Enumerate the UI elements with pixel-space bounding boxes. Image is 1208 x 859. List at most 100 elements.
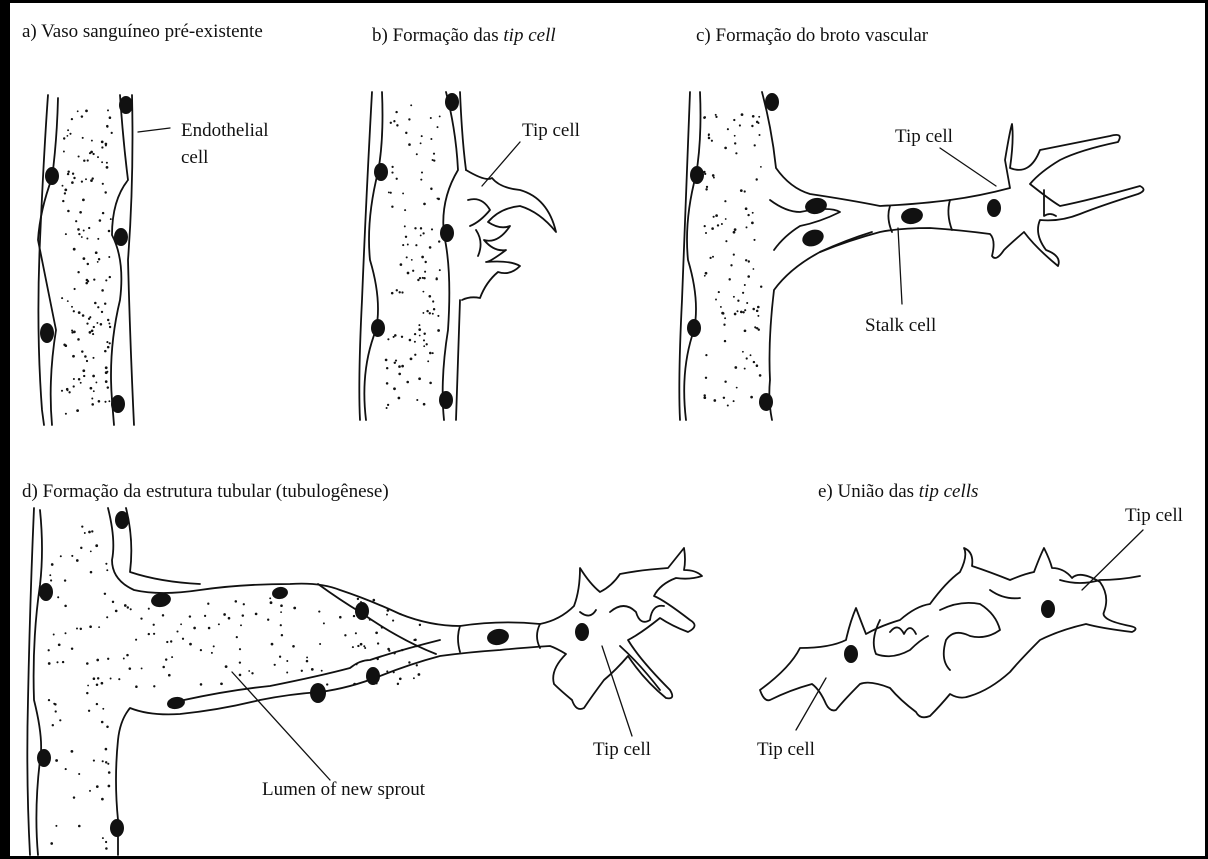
lumen-dot: [182, 638, 184, 640]
lumen-dot: [713, 177, 715, 179]
lumen-dot: [364, 647, 366, 649]
lumen-dot: [733, 400, 735, 402]
lumen-dot: [421, 135, 423, 137]
lumen-dot: [746, 226, 748, 228]
lumen-dot: [93, 326, 95, 328]
lumen-dot: [91, 398, 93, 400]
lumen-dot: [123, 658, 125, 660]
lumen-dot: [200, 683, 203, 686]
lumen-dot: [426, 310, 428, 312]
nucleus: [804, 196, 828, 216]
lumen-dot: [752, 212, 754, 214]
tip-cells-e-filopodium: [890, 627, 916, 634]
lumen-dot: [67, 129, 69, 131]
lumen-dot: [166, 641, 168, 643]
lumen-dot: [64, 605, 67, 608]
lumen-dot: [102, 183, 104, 185]
lumen-dot: [93, 278, 95, 280]
lumen-dot: [84, 532, 86, 534]
lumen-dot: [400, 263, 403, 266]
lumen-dot: [744, 284, 746, 286]
lumen-dot: [200, 649, 202, 651]
lumen-dot: [78, 773, 80, 775]
lumen-dot: [401, 291, 403, 293]
lumen-dot: [79, 211, 82, 214]
lumen-dot: [711, 227, 714, 230]
lumen-dot: [419, 624, 421, 626]
lumen-dot: [404, 225, 406, 227]
nucleus: [37, 749, 51, 767]
lumen-dot: [50, 842, 53, 845]
lumen-dot: [757, 315, 759, 317]
lumen-dot: [703, 396, 706, 399]
lumen-dot: [730, 264, 732, 266]
lumen-dot: [759, 374, 762, 377]
lumen-dot: [724, 380, 726, 382]
lumen-dot: [399, 677, 402, 680]
nucleus: [440, 224, 454, 242]
lumen-dot: [420, 227, 422, 229]
lumen-dot: [153, 685, 155, 687]
lumen-dot: [720, 306, 722, 308]
lumen-dot: [733, 254, 735, 256]
lumen-dot: [98, 258, 100, 260]
lumen-dot: [68, 391, 70, 393]
tip-cell-b-outline: [462, 170, 556, 300]
nucleus: [110, 819, 124, 837]
lumen-dot: [62, 661, 64, 663]
lumen-dot: [98, 626, 100, 628]
lumen-dot: [97, 677, 99, 679]
sprout-d-cell-border: [537, 624, 540, 648]
lumen-dot: [423, 345, 425, 347]
lumen-dot: [401, 336, 403, 338]
lumen-dot: [153, 633, 155, 635]
lumen-dot: [92, 177, 94, 179]
lumen-dot: [71, 750, 74, 753]
lumen-dot: [110, 678, 112, 680]
lumen-dot: [105, 144, 107, 146]
lumen-dot: [744, 329, 747, 332]
lumen-dot: [388, 191, 390, 193]
lumen-dot: [86, 323, 88, 325]
nucleus: [366, 667, 380, 685]
panel-a-title: a) Vaso sanguíneo pré-existente: [22, 22, 263, 41]
lumen-dot: [85, 110, 88, 113]
lumen-dot: [422, 232, 424, 234]
lumen-dot: [97, 156, 99, 158]
lumen-dot: [757, 306, 760, 309]
lumen-dot: [715, 214, 718, 217]
lumen-dot: [223, 613, 226, 616]
lumen-dot: [104, 593, 106, 595]
lumen-dot: [405, 132, 407, 134]
lumen-dot: [90, 387, 93, 390]
lumen-dot: [65, 233, 67, 235]
lumen-dot: [107, 386, 109, 388]
lumen-dot: [84, 355, 87, 358]
nucleus: [900, 206, 924, 226]
lumen-dot: [106, 341, 108, 343]
lumen-dot: [63, 137, 65, 139]
lumen-dot: [82, 199, 85, 202]
lumen-dot: [424, 271, 426, 273]
lumen-dot: [280, 624, 282, 626]
lumen-dot: [752, 308, 755, 311]
tip-cell-b-filopodium: [476, 230, 481, 256]
lumen-dot: [393, 671, 395, 673]
lumen-dot: [760, 166, 762, 168]
lumen-dot: [376, 658, 378, 660]
lumen-dot: [419, 277, 421, 279]
lumen-dot: [101, 146, 103, 148]
lumen-dot: [98, 400, 101, 403]
lumen-dot: [411, 259, 413, 261]
lumen-dot: [118, 678, 120, 680]
lumen-dot: [410, 358, 413, 361]
lumen-dot: [422, 291, 424, 293]
lumen-dot: [80, 628, 82, 630]
lumen-dot: [391, 172, 393, 174]
lumen-dot: [74, 288, 76, 290]
lumen-dot: [59, 719, 61, 721]
lumen-dot: [428, 295, 431, 298]
lumen-dot: [733, 231, 736, 234]
lumen-dot: [286, 660, 288, 662]
lumen-dot: [86, 692, 88, 694]
